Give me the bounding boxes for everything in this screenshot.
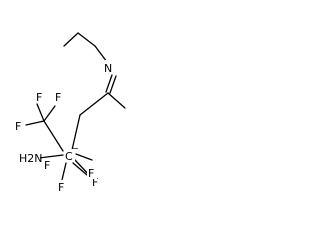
bond-imine-double-2 [109, 75, 117, 94]
molecule-structure-diagram: F F F N H2N C − F F F F [14, 32, 126, 194]
atom-c-center: C [65, 150, 73, 163]
atom-f-left: F [15, 120, 21, 133]
bond-iso-right-methyl [77, 32, 96, 47]
bond-iso-to-nitrogen [94, 45, 108, 63]
bond-cf3-to-center [43, 120, 64, 152]
bond-center-f-lower-left [61, 162, 67, 181]
atom-f-center-left: F [44, 159, 50, 172]
atom-f-top: F [36, 91, 42, 104]
bond-cf3-f-left [25, 120, 45, 126]
atom-f-right: F [92, 176, 98, 189]
bond-ch2-imine [79, 92, 109, 116]
atom-nh2: H2N [19, 152, 43, 165]
bond-iso-left-methyl [63, 32, 79, 47]
bond-center-nh2 [38, 154, 64, 159]
bond-ch2-center [71, 114, 81, 151]
atom-c-charge: − [72, 144, 79, 153]
atom-n-imine: N [104, 62, 112, 75]
bond-imine-double-1 [105, 74, 113, 93]
atom-f-lower-left: F [58, 181, 64, 194]
bond-imine-methyl [107, 92, 126, 109]
bond-center-f-lower-right [72, 162, 88, 176]
bond-cf3-f-top [36, 103, 45, 122]
atom-f-upper: F [55, 91, 61, 104]
bond-cf3-f-upper [43, 105, 56, 122]
bond-center-methyl [75, 153, 93, 161]
atom-f-lower-right: F [88, 167, 94, 180]
